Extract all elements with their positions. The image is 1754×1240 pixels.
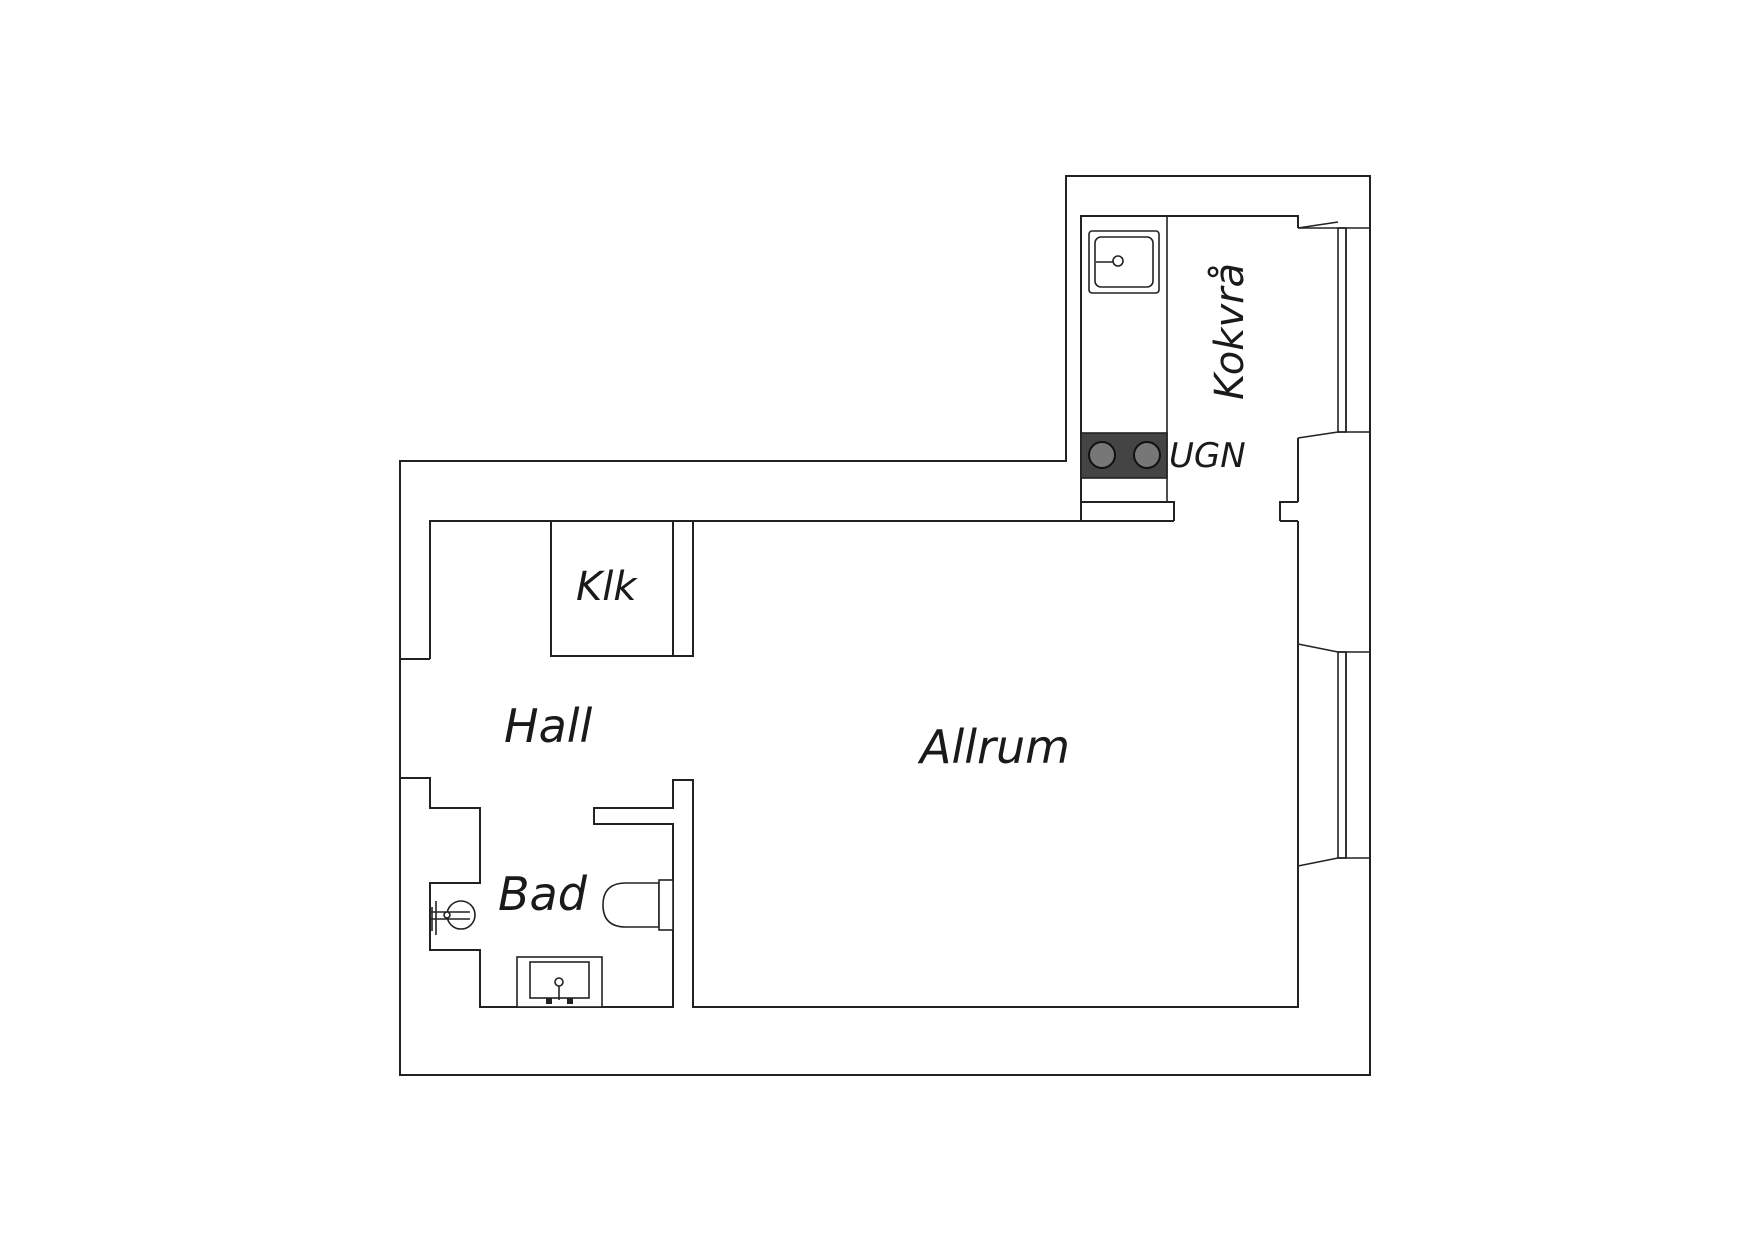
closet-wall [550, 521, 674, 657]
hall-allrum-wall-upper [673, 521, 694, 657]
kitchen-sink-icon [1088, 230, 1160, 294]
kitchen-left-jog [1081, 501, 1175, 521]
label-ugn: UGN [1169, 436, 1246, 476]
top-interior-wall [429, 520, 1174, 659]
window-kitchen [1297, 221, 1370, 439]
window-allrum [1297, 643, 1370, 867]
label-kokvra: Kokvrå [1207, 263, 1253, 400]
kitchen-counter [1080, 215, 1168, 503]
label-hall: Hall [504, 699, 593, 753]
label-bad: Bad [498, 867, 588, 921]
kitchen-right-jog [1279, 501, 1298, 521]
label-klk: Klk [576, 564, 638, 610]
shower-icon [430, 900, 476, 935]
label-allrum: Allrum [917, 720, 1070, 774]
bath-left-wall [400, 777, 694, 1008]
stove-icon [1080, 432, 1168, 479]
toilet-icon [602, 879, 674, 931]
bathroom-sink-icon [516, 956, 603, 1008]
allrum-right-wall [692, 521, 1299, 1008]
outer-wall [399, 175, 1371, 1076]
